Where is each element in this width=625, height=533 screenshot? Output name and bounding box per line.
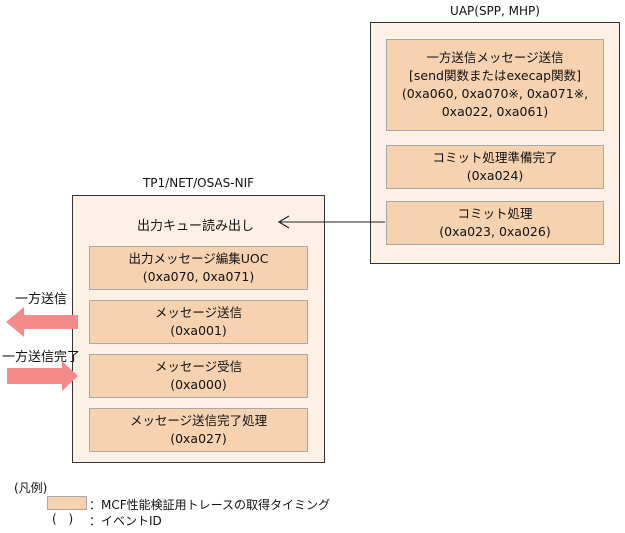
nif-send-line-2: (0xa001) [170, 323, 227, 338]
nif-receive-line-1: メッセージ受信 [154, 359, 243, 374]
uap-send-line-3: (0xa060, 0xa070※, 0xa071※, [401, 86, 589, 101]
one-way-send-complete-label: 一方送信完了 [2, 350, 81, 365]
nif-send-line-1: メッセージ送信 [154, 305, 243, 320]
nif-send-box: メッセージ送信 (0xa001) [89, 300, 308, 344]
legend-swatch [47, 496, 87, 510]
uap-commit-prep-line-2: (0xa024) [466, 168, 524, 183]
nif-send-complete-line-1: メッセージ送信完了処理 [129, 413, 268, 428]
uap-commit-box: コミット処理 (0xa023, 0xa026) [386, 201, 604, 245]
nif-title: TP1/NET/OSAS-NIF [142, 176, 255, 190]
uap-commit-prep-line-1: コミット処理準備完了 [432, 150, 558, 165]
uap-send-box: 一方送信メッセージ送信 [send関数またはexecap関数] (0xa060,… [386, 39, 604, 131]
uap-send-line-2: [send関数またはexecap関数] [409, 68, 581, 83]
uap-commit-prep-box: コミット処理準備完了 (0xa024) [386, 145, 604, 189]
nif-uoc-box: 出力メッセージ編集UOC (0xa070, 0xa071) [89, 246, 308, 290]
legend-title: (凡例) [14, 481, 48, 495]
complete-in-arrow [7, 361, 78, 391]
uap-send-line-1: 一方送信メッセージ送信 [426, 50, 564, 65]
commit-to-queue-arrow [277, 215, 385, 229]
uap-panel: 一方送信メッセージ送信 [send関数またはexecap関数] (0xa060,… [370, 22, 620, 264]
queue-read-label: 出力キュー読み出し [137, 219, 255, 234]
nif-uoc-line-2: (0xa070, 0xa071) [142, 269, 255, 284]
nif-receive-box: メッセージ受信 (0xa000) [89, 354, 308, 398]
nif-panel: 出力キュー読み出し 出力メッセージ編集UOC (0xa070, 0xa071) … [72, 195, 325, 463]
legend-paren-symbol: ( ) [52, 512, 78, 526]
nif-send-complete-line-2: (0xa027) [170, 431, 227, 446]
uap-commit-line-1: コミット処理 [457, 206, 533, 221]
send-out-arrow [6, 307, 78, 337]
nif-uoc-line-1: 出力メッセージ編集UOC [128, 251, 269, 266]
one-way-send-label: 一方送信 [15, 292, 68, 307]
legend-paren-text: ：イベントID [89, 514, 162, 528]
legend-swatch-text: ：MCF性能検証用トレースの取得タイミング [89, 498, 331, 512]
uap-title: UAP(SPP, MHP) [450, 4, 540, 18]
uap-send-line-4: 0xa022, 0xa061) [441, 104, 549, 119]
nif-receive-line-2: (0xa000) [170, 377, 227, 392]
nif-send-complete-box: メッセージ送信完了処理 (0xa027) [89, 408, 308, 452]
uap-commit-line-2: (0xa023, 0xa026) [439, 224, 551, 239]
